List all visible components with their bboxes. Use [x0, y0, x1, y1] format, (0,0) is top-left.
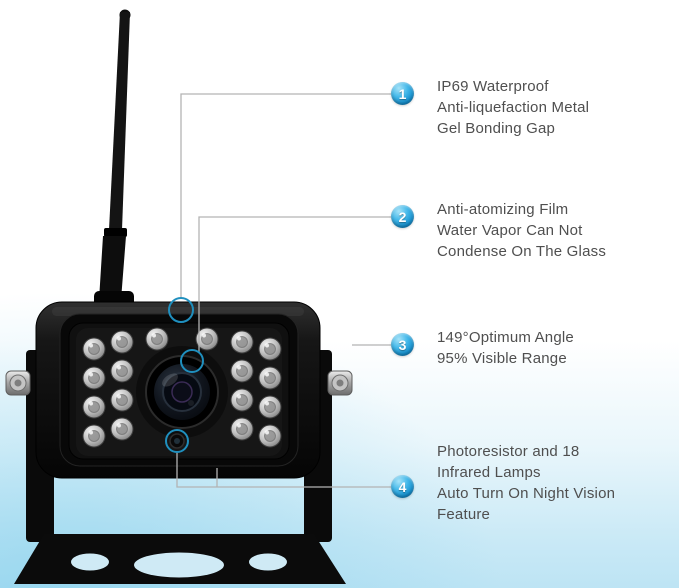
callout-text-line: Anti-atomizing Film	[437, 201, 569, 218]
callout-3-badge: 3	[391, 333, 414, 356]
highlight-ring-1	[168, 297, 194, 323]
callout-text-line: 95% Visible Range	[437, 350, 567, 367]
callout-line-1	[180, 93, 391, 298]
highlight-ring-2	[180, 349, 204, 373]
callout-4-badge: 4	[391, 475, 414, 498]
camera-lens-icon	[136, 346, 228, 438]
callout-2-text: Anti-atomizing Film Water Vapor Can Not …	[437, 199, 677, 262]
callout-text-line: Gel Bonding Gap	[437, 120, 556, 137]
callout-1-badge: 1	[391, 82, 414, 105]
callout-text-line: Water Vapor Can Not	[437, 222, 583, 239]
callout-text-line: IP69 Waterproof	[437, 78, 549, 95]
antenna-icon	[94, 9, 134, 307]
callout-4-text: Photoresistor and 18 Infrared Lamps Auto…	[437, 441, 677, 525]
callout-2-badge: 2	[391, 205, 414, 228]
callout-line-4a	[176, 453, 391, 488]
callout-text-line: Auto Turn On Night Vision	[437, 485, 616, 502]
callout-text-line: Photoresistor and 18	[437, 443, 580, 460]
callout-line-2	[198, 216, 391, 352]
callout-text-line: Feature	[437, 506, 491, 523]
highlight-ring-4	[165, 429, 189, 453]
callout-text-line: Infrared Lamps	[437, 464, 541, 481]
callout-text-line: 149°Optimum Angle	[437, 329, 574, 346]
pivot-screw-icon	[5, 370, 353, 396]
photoresistor-icon	[169, 433, 185, 449]
callout-text-line: Anti-liquefaction Metal	[437, 99, 590, 116]
callout-3-text: 149°Optimum Angle 95% Visible Range	[437, 327, 677, 369]
callout-1-text: IP69 Waterproof Anti-liquefaction Metal …	[437, 76, 677, 139]
callout-text-line: Condense On The Glass	[437, 243, 607, 260]
